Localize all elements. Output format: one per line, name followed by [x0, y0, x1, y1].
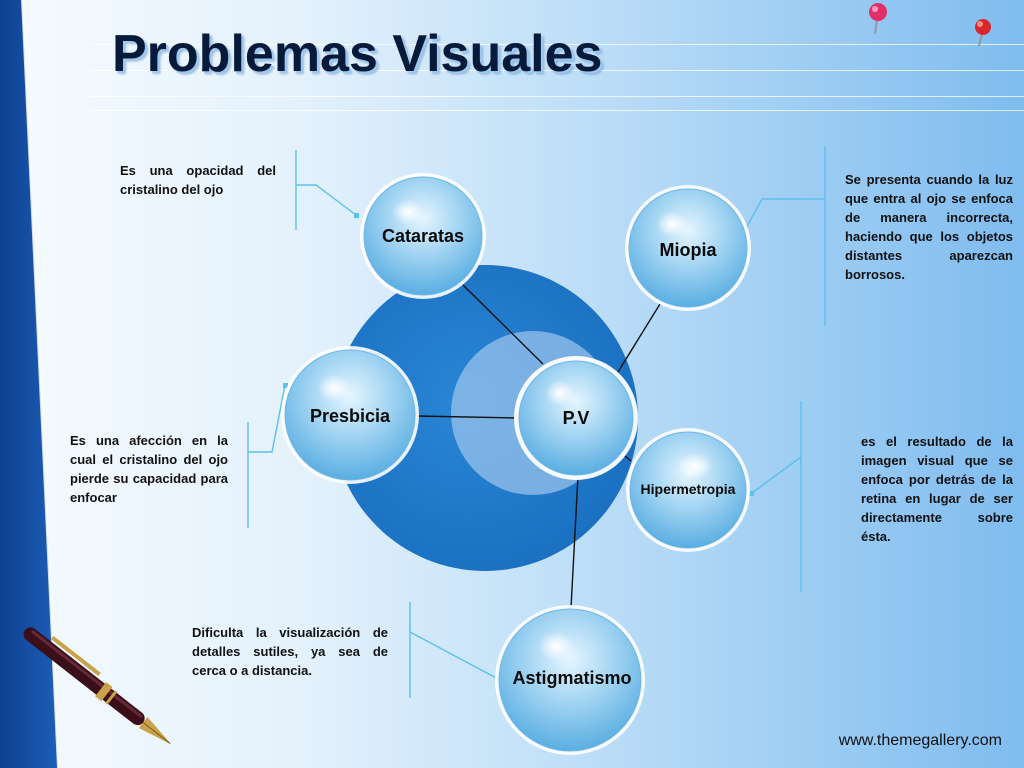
node-hipermetropia-circle	[626, 428, 750, 552]
node-cataratas-label: Cataratas	[381, 226, 465, 246]
node-center-circle	[514, 356, 638, 480]
node-astigmatismo-circle	[495, 605, 645, 755]
description-astigmatismo: Dificulta la visualización de detalles s…	[192, 625, 388, 678]
connector-lines	[415, 283, 661, 609]
description-miopia: Se presenta cuando la luz que entra al o…	[845, 172, 1013, 282]
description-hipermetropia: es el resultado de la imagen visual que …	[861, 434, 1013, 544]
fountain-pen	[23, 627, 172, 745]
node-miopia-label: Miopia	[659, 240, 717, 260]
description-presbicia: Es una afección en la cual el cristalino…	[70, 433, 228, 505]
photo-decoration	[869, 3, 991, 47]
page-title: Problemas Visuales	[112, 25, 603, 83]
node-cataratas-circle	[360, 173, 486, 299]
node-hipermetropia-label: Hipermetropia	[640, 481, 736, 497]
red-push-pin-icon	[869, 3, 887, 35]
description-cataratas: Es una opacidad del cristalino del ojo	[120, 163, 276, 197]
node-presbicia-label: Presbicia	[309, 406, 391, 426]
footer-url: www.themegallery.com	[838, 732, 1002, 749]
node-presbicia-circle	[281, 346, 419, 484]
red-push-pin-icon	[975, 19, 991, 47]
node-center-label: P.V	[562, 408, 590, 428]
node-astigmatismo-label: Astigmatismo	[512, 668, 632, 688]
node-miopia-circle	[625, 185, 751, 311]
